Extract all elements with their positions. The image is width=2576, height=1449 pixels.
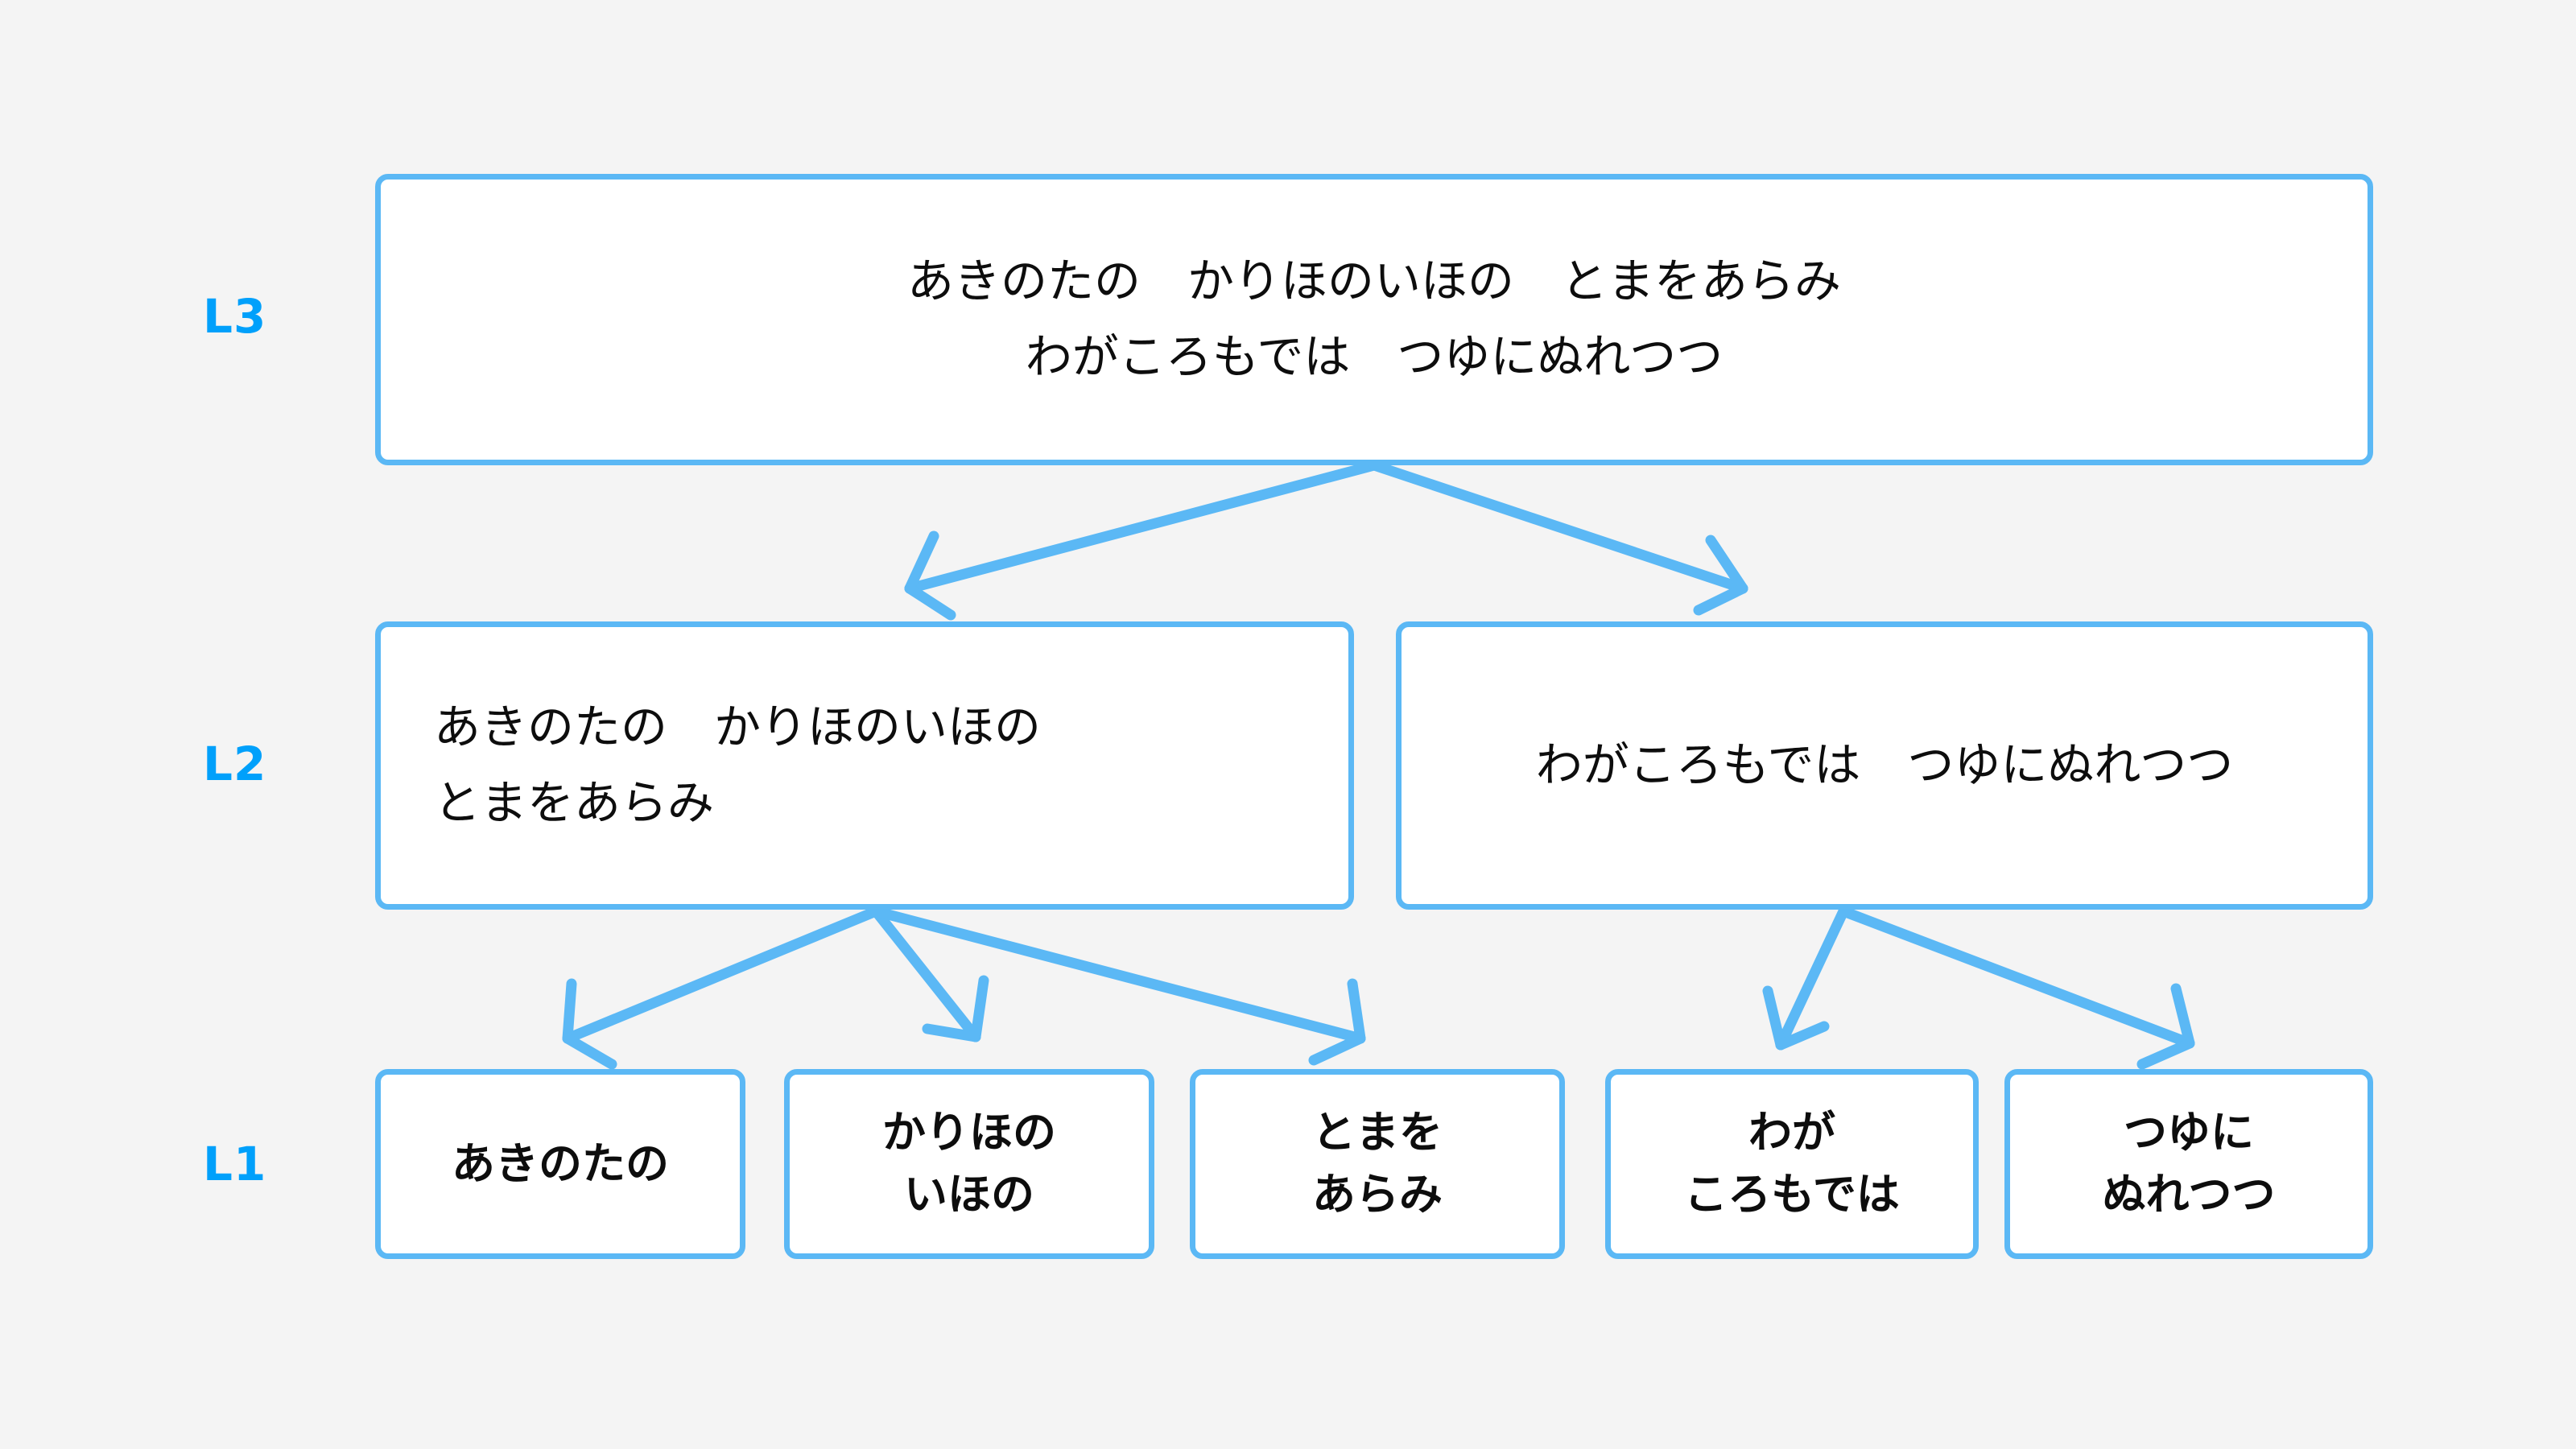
node-l1-a-line-1: あきのたの [452,1137,669,1189]
node-l1-d[interactable]: わが ころもでは [1605,1069,1979,1259]
edge-l2-left-to-l1-c [870,906,1366,1066]
node-l2-left-line-2: とまをあらみ [434,775,715,830]
node-l3-root-line-2: わがころもでは つゆにぬれつつ [1025,329,1724,384]
edge-l2-left-to-l1-b [870,906,989,1042]
node-l1-a[interactable]: あきのたの [375,1069,745,1259]
level-label-l2: L2 [203,737,267,791]
node-l1-c[interactable]: とまを あらみ [1190,1069,1565,1259]
node-l1-c-line-1: とまを [1312,1107,1443,1158]
edge-l2-right-to-l1-d [1762,906,1849,1051]
node-l1-d-line-1: わが [1748,1107,1835,1158]
node-l1-d-line-2: ころもでは [1684,1169,1900,1220]
node-l1-b[interactable]: かりほの いほの [784,1069,1154,1259]
node-l2-right[interactable]: わがころもでは つゆにぬれつつ [1396,621,2373,910]
edge-l3-to-l2-left [904,460,1380,621]
edge-l2-right-to-l1-e [1838,906,2195,1070]
edge-l2-left-to-l1-a [562,906,881,1070]
level-label-l3: L3 [203,289,267,344]
node-l1-e-line-2: ぬれつつ [2102,1169,2276,1220]
node-l3-root-line-1: あきのたの かりほのいほの とまをあらみ [906,254,1841,309]
node-l2-left-line-1: あきのたの かりほのいほの [434,700,1042,755]
node-l2-left[interactable]: あきのたの かりほのいほの とまをあらみ [375,621,1354,910]
node-l1-b-line-1: かりほの [882,1107,1056,1158]
node-l1-e[interactable]: つゆに ぬれつつ [2004,1069,2373,1259]
node-l1-b-line-2: いほの [904,1169,1034,1220]
edge-l3-to-l2-right [1368,460,1748,616]
node-l3-root[interactable]: あきのたの かりほのいほの とまをあらみ わがころもでは つゆにぬれつつ [375,174,2373,465]
level-label-l1: L1 [203,1137,267,1191]
node-l1-c-line-2: あらみ [1312,1169,1443,1220]
node-l2-right-line-1: わがころもでは つゆにぬれつつ [1535,737,2234,793]
node-l1-e-line-1: つゆに [2124,1107,2254,1158]
